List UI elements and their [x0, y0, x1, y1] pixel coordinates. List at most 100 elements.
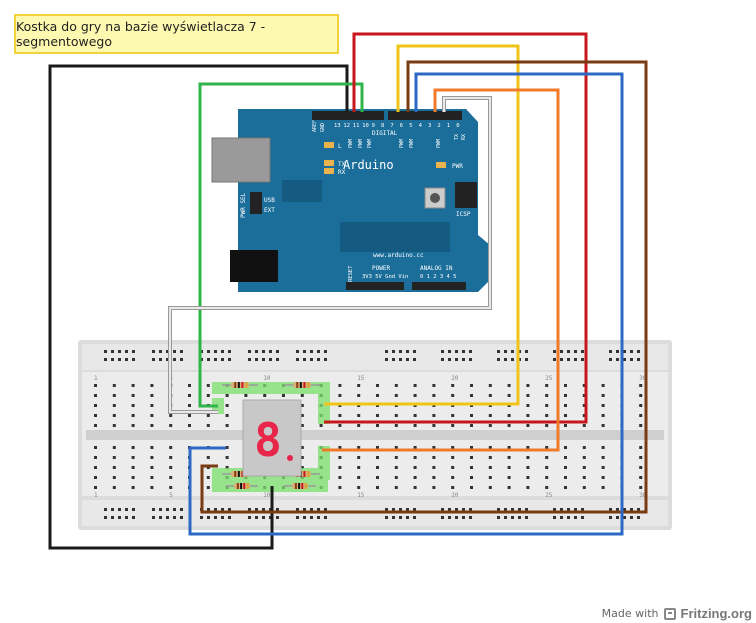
rail-hole: [125, 508, 128, 511]
rail-hole: [525, 350, 528, 353]
rail-hole: [462, 358, 465, 361]
breadboard-hole: [112, 456, 116, 459]
rail-hole: [310, 358, 313, 361]
column-label-bottom: 30: [639, 492, 647, 499]
rail-hole: [296, 350, 299, 353]
rail-hole: [553, 516, 556, 519]
rail-hole: [111, 350, 114, 353]
breadboard-hole: [94, 466, 97, 469]
rail-hole: [214, 516, 217, 519]
digital-pin-label: 4: [419, 123, 423, 129]
rail-hole: [616, 350, 619, 353]
breadboard-hole: [376, 466, 379, 469]
rail-hole: [111, 358, 114, 361]
breadboard-hole: [150, 466, 154, 469]
rail-hole: [441, 516, 444, 519]
breadboard-hole: [601, 486, 605, 489]
rail-hole: [276, 350, 279, 353]
breadboard-hole: [338, 486, 342, 489]
rail-hole: [497, 508, 500, 511]
resistor-band: [240, 483, 243, 489]
breadboard-hole: [338, 446, 342, 449]
column-label-top: 10: [263, 375, 271, 382]
breadboard-hole: [526, 456, 530, 459]
rail-hole: [111, 508, 114, 511]
credit: Made with Fritzing.org: [602, 606, 752, 621]
breadboard-hole: [639, 404, 643, 407]
breadboard-hole: [451, 456, 455, 459]
breadboard-hole: [601, 394, 605, 397]
breadboard-hole: [639, 414, 643, 417]
breadboard-hole: [639, 456, 643, 459]
breadboard-hole: [451, 424, 455, 427]
breadboard-hole: [112, 466, 116, 469]
rail-hole: [207, 516, 210, 519]
digital-pin-label: 9: [372, 123, 375, 129]
breadboard-hole: [131, 424, 135, 427]
breadboard-hole: [150, 446, 154, 449]
rail-hole: [221, 516, 224, 519]
rail-hole: [152, 508, 155, 511]
breadboard-hole: [582, 384, 586, 387]
rail-hole: [152, 350, 155, 353]
rail-hole: [567, 508, 570, 511]
breadboard-hole: [394, 476, 398, 479]
rail-hole: [166, 358, 169, 361]
breadboard-hole: [357, 486, 361, 489]
breadboard-hole: [526, 476, 530, 479]
breadboard-hole: [470, 384, 473, 387]
breadboard-hole: [131, 446, 135, 449]
breadboard-hole: [225, 424, 229, 427]
breadboard-hole: [507, 394, 511, 397]
breadboard-hole: [413, 394, 417, 397]
rail-hole: [125, 350, 128, 353]
breadboard-hole: [488, 466, 492, 469]
breadboard-hole: [601, 414, 605, 417]
breadboard-hole: [451, 394, 455, 397]
breadboard-hole: [188, 414, 191, 417]
breadboard-hole: [601, 384, 605, 387]
column-label-bottom: 25: [545, 492, 553, 499]
rail-hole: [269, 350, 272, 353]
rail-hole: [399, 358, 402, 361]
wire-yellow: [324, 44, 520, 406]
breadboard-hole: [150, 414, 154, 417]
resistor-band: [241, 471, 244, 477]
breadboard-hole: [225, 456, 229, 459]
breadboard-hole: [300, 394, 304, 397]
breadboard-hole: [338, 414, 342, 417]
breadboard-hole: [376, 456, 379, 459]
rail-hole: [567, 350, 570, 353]
resistor-band: [237, 382, 240, 388]
rail-hole: [248, 508, 251, 511]
rail-hole: [623, 516, 626, 519]
breadboard-hole: [94, 384, 97, 387]
rail-hole: [511, 508, 514, 511]
breadboard-hole: [451, 384, 455, 387]
rail-hole: [118, 516, 121, 519]
breadboard-hole: [112, 394, 116, 397]
rail-hole: [469, 358, 472, 361]
breadboard-hole: [432, 446, 436, 449]
column-label-top: 20: [451, 375, 459, 382]
rail-hole: [132, 516, 135, 519]
rail-hole: [200, 516, 203, 519]
display-digit: 8: [254, 413, 282, 467]
rail-hole: [560, 516, 563, 519]
column-label-bottom: 5: [169, 492, 173, 499]
breadboard-hole: [639, 384, 643, 387]
breadboard-hole: [470, 424, 473, 427]
rail-hole: [630, 350, 633, 353]
digital-pin-label: 1: [447, 123, 450, 129]
breadboard-hole: [601, 446, 605, 449]
resistor-band: [299, 382, 302, 388]
rail-hole: [118, 358, 121, 361]
breadboard-hole: [150, 476, 154, 479]
breadboard-hole: [470, 476, 473, 479]
breadboard-hole: [112, 476, 116, 479]
breadboard-hole: [413, 486, 417, 489]
breadboard-hole: [526, 404, 530, 407]
digital-pin-label: 0: [456, 123, 459, 129]
wire-orange: [322, 88, 560, 452]
breadboard-hole: [545, 456, 549, 459]
